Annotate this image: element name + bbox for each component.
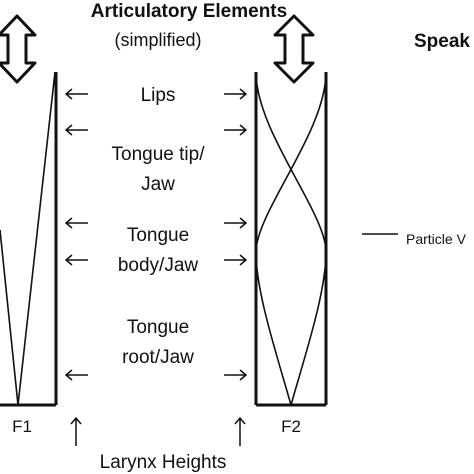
- legend-label: Particle V: [406, 231, 467, 247]
- diagram-title: Articulatory Elements: [91, 1, 287, 22]
- element-label-tongue-root-line1: Tongue: [127, 317, 189, 338]
- pointer-arrows-left: [64, 88, 88, 381]
- pointer-icon-root-right: [224, 369, 248, 381]
- pointer-icon-body-lower-left: [64, 254, 88, 266]
- element-label-tongue-body-line2: body/Jaw: [118, 255, 199, 276]
- tube-f1: [0, 71, 58, 407]
- diagram-subtitle: (simplified): [114, 30, 201, 50]
- pointer-icon-root-left: [64, 369, 88, 381]
- element-label-tongue-tip-line2: Jaw: [141, 174, 175, 195]
- element-label-lips: Lips: [141, 85, 176, 106]
- larynx-arrow-icon-left: [70, 416, 82, 446]
- pointer-icon-tip-right: [224, 124, 248, 136]
- pointer-icon-body-lower-right: [224, 254, 248, 266]
- tube-f2: [254, 71, 328, 407]
- legend-particle: Particle V: [362, 231, 467, 247]
- pointer-icon-body-upper-left: [64, 217, 88, 229]
- larynx-arrow-icon-right: [234, 416, 246, 446]
- pointer-icon-tip-left: [64, 124, 88, 136]
- element-label-tongue-root-line2: root/Jaw: [122, 347, 194, 368]
- pointer-icon-lips-left: [64, 88, 88, 100]
- speaker-label: Speak: [414, 31, 470, 52]
- double-arrow-icon-left: [0, 14, 37, 84]
- formant-label-f1: F1: [12, 417, 32, 436]
- double-arrow-icon-right: [273, 14, 315, 84]
- larynx-heights-label: Larynx Heights: [100, 452, 227, 473]
- formant-label-f2: F2: [281, 417, 301, 436]
- element-label-tongue-body-line1: Tongue: [127, 225, 189, 246]
- element-label-tongue-tip-line1: Tongue tip/: [112, 144, 206, 165]
- pointer-icon-body-upper-right: [224, 217, 248, 229]
- pointer-arrows-right: [224, 88, 248, 381]
- pointer-icon-lips-right: [224, 88, 248, 100]
